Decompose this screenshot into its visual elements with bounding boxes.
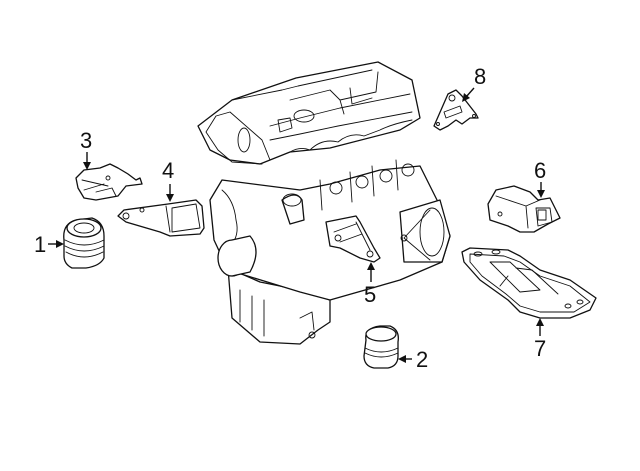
- callout-label-4: 4: [162, 158, 174, 183]
- part-mount-1[interactable]: [63, 217, 105, 269]
- engine-block: [197, 61, 451, 345]
- part-bracket-3[interactable]: [75, 163, 143, 201]
- callout-label-2: 2: [416, 347, 428, 372]
- callout-1: 1: [34, 232, 64, 257]
- callout-label-3: 3: [80, 128, 92, 153]
- callout-2: 2: [398, 347, 428, 372]
- part-mount-2[interactable]: [363, 325, 399, 369]
- part-bracket-8[interactable]: [433, 89, 479, 131]
- callout-6: 6: [534, 158, 546, 198]
- callout-label-8: 8: [474, 64, 486, 89]
- callout-7: 7: [534, 318, 546, 361]
- callout-4: 4: [162, 158, 174, 202]
- part-bracket-4[interactable]: [117, 199, 205, 237]
- callout-label-5: 5: [364, 282, 376, 307]
- callout-8: 8: [462, 64, 486, 102]
- callout-3: 3: [80, 128, 92, 170]
- part-bracket-5[interactable]: [325, 215, 381, 263]
- part-crossmember-7[interactable]: [461, 247, 597, 319]
- callout-5: 5: [364, 262, 376, 307]
- part-transmission-mount-6[interactable]: [487, 185, 561, 233]
- callout-label-7: 7: [534, 336, 546, 361]
- callout-label-1: 1: [34, 232, 46, 257]
- callout-label-6: 6: [534, 158, 546, 183]
